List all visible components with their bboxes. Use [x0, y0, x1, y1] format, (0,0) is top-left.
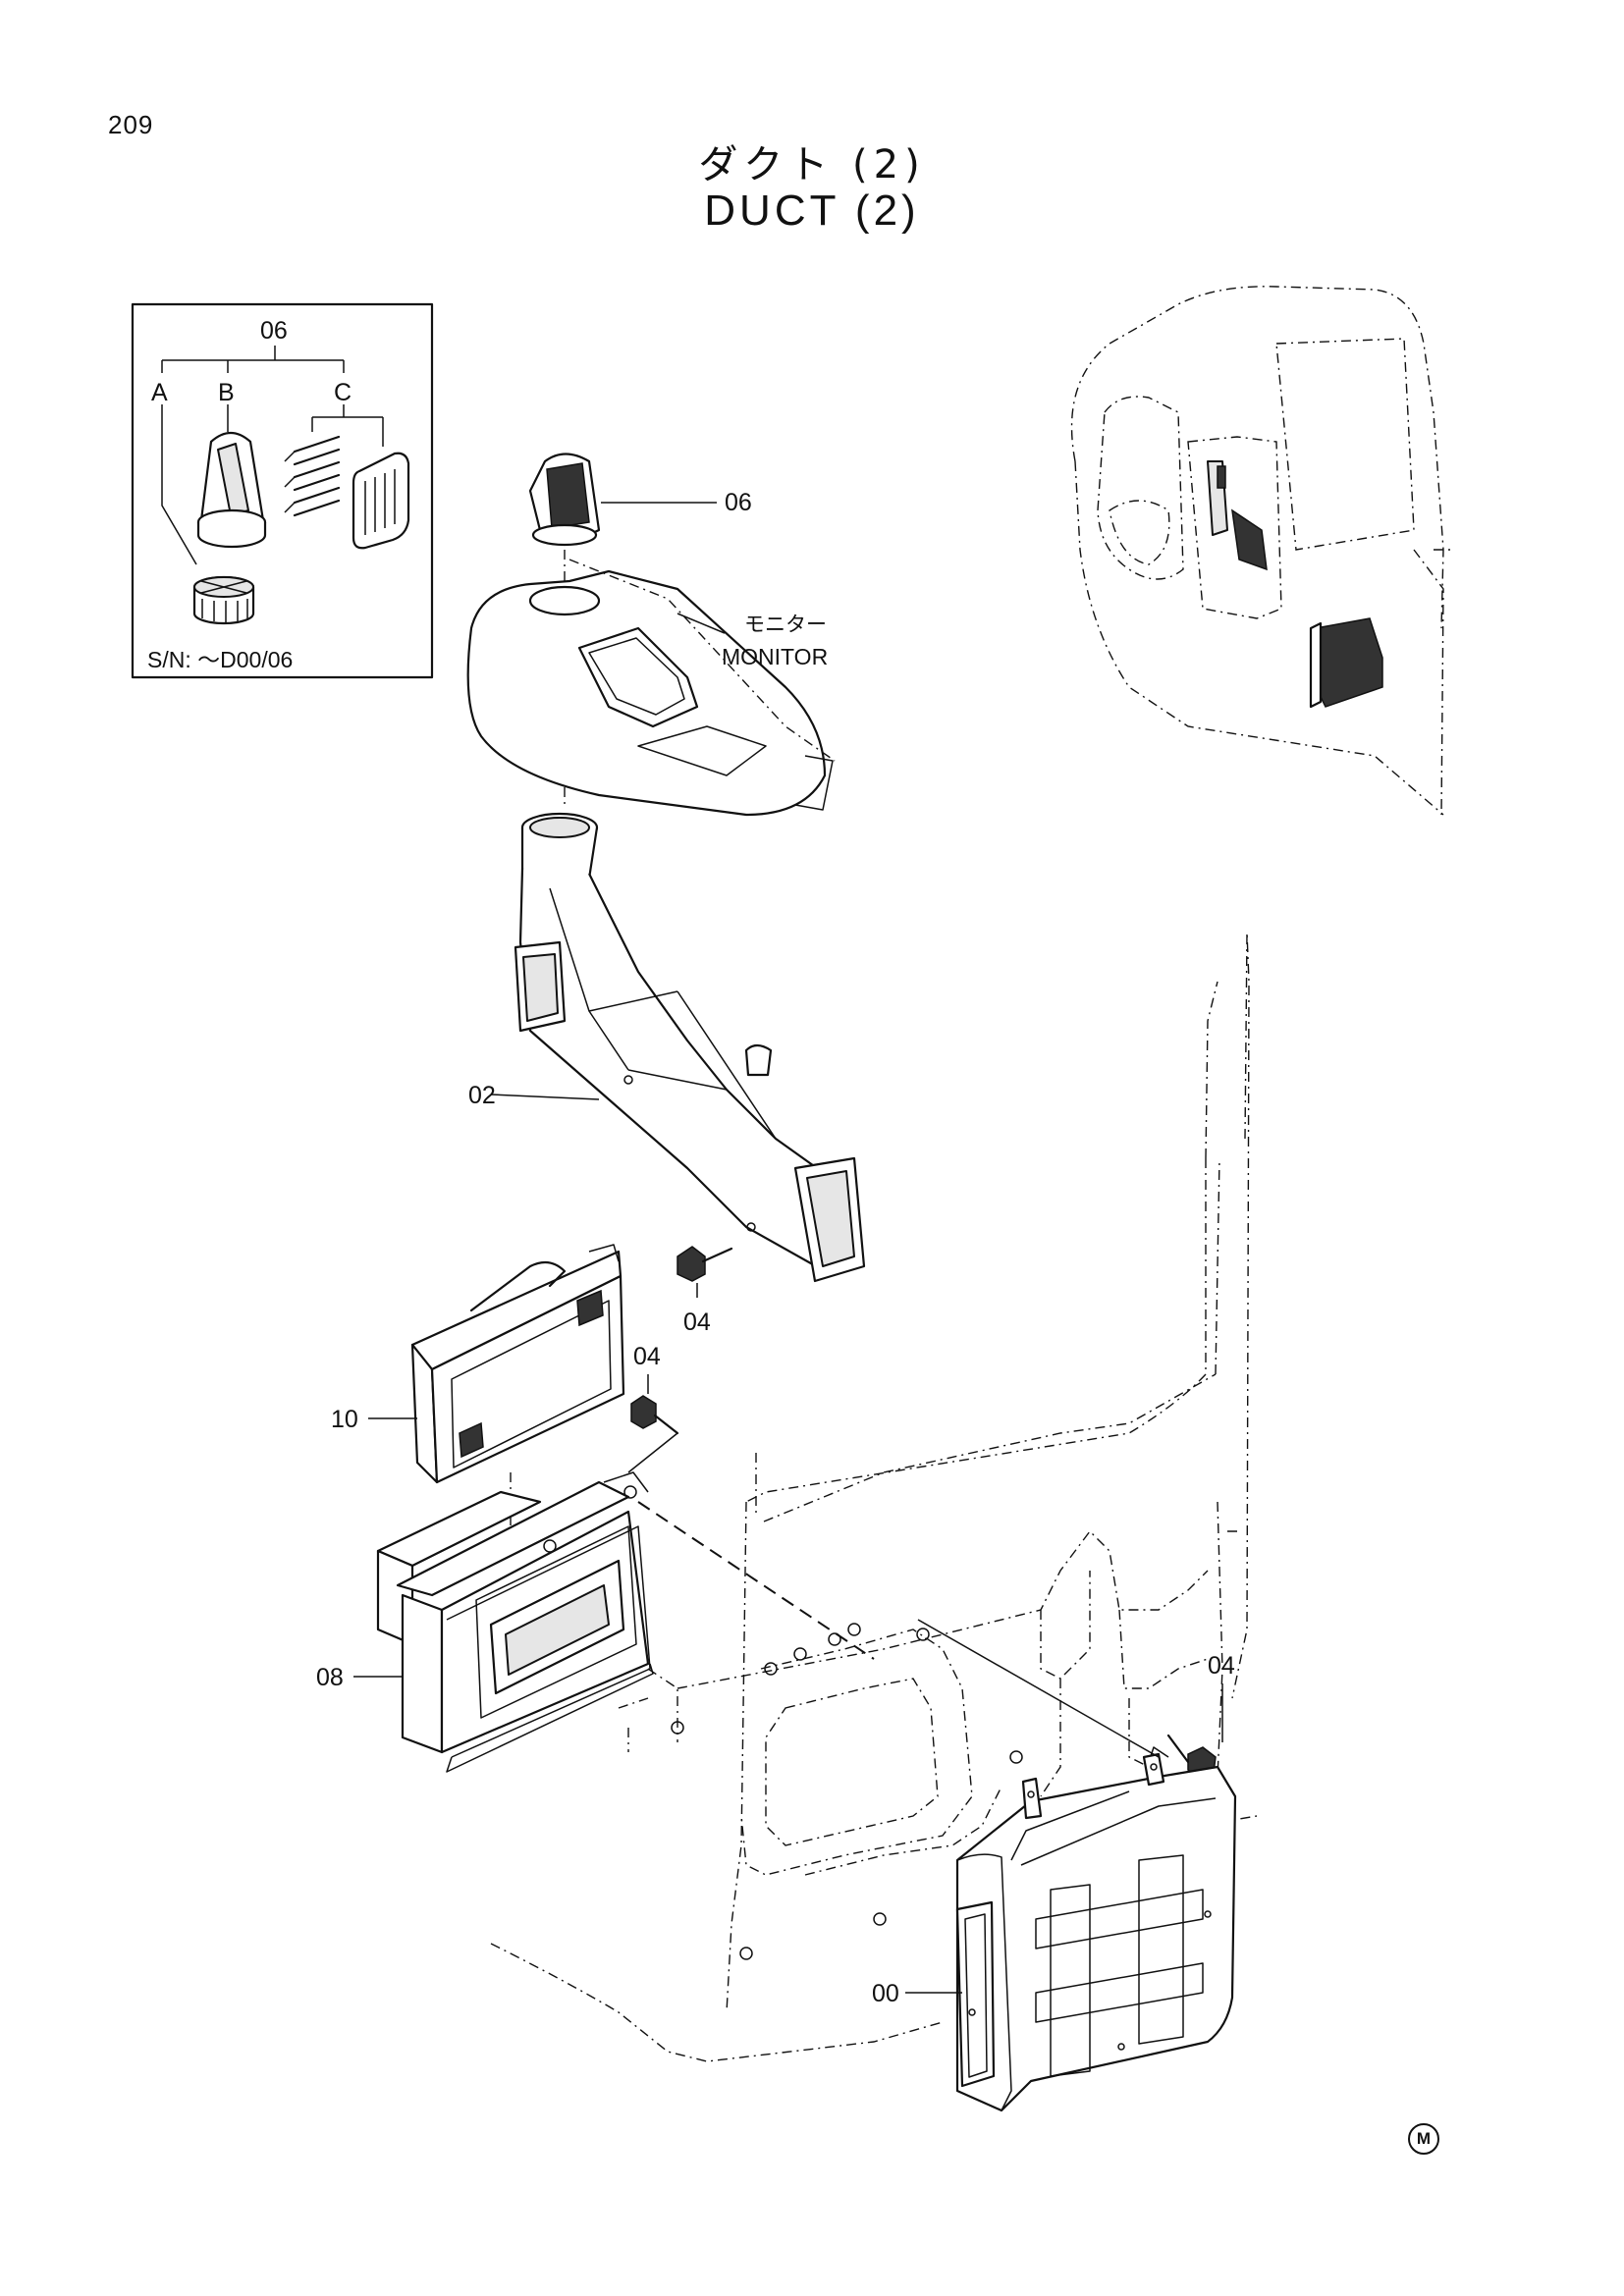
inset-part-label: 06: [260, 317, 288, 345]
part-00-rear-cover: [955, 1746, 1237, 2112]
callout-04-a: 04: [683, 1308, 711, 1336]
inset-variant-a: A: [151, 379, 168, 406]
monitor-label-japanese: モニター: [744, 613, 827, 636]
callout-04-c: 04: [1208, 1652, 1235, 1680]
callout-00: 00: [872, 1980, 899, 2007]
monitor-label-english: MONITOR: [722, 644, 828, 669]
variant-c-louver: [284, 435, 410, 550]
variant-inset: 06 A B C: [131, 302, 434, 679]
inset-frame: [131, 302, 434, 679]
callout-08: 08: [316, 1664, 344, 1691]
axis-line-cover: [917, 1619, 1160, 1758]
inset-serial-note: S/N: ～D00/06: [147, 647, 293, 672]
callout-06: 06: [725, 489, 752, 516]
monitor-cover-panel: [466, 559, 836, 817]
page-title-japanese: ダクト (2): [698, 142, 926, 187]
axis-line-housing: [637, 1501, 875, 1660]
part-10-filter: [410, 1244, 625, 1484]
callout-02: 02: [468, 1082, 496, 1109]
inset-variant-b: B: [218, 379, 235, 406]
part-04-screw-a: [677, 1246, 733, 1282]
variant-a-round-grille: [192, 575, 255, 625]
inset-variant-c: C: [334, 379, 352, 406]
part-02-duct: [514, 812, 866, 1283]
maker-monogram: M: [1408, 2123, 1439, 2155]
page-title-english: DUCT (2): [704, 187, 920, 235]
part-04-screw-b: [630, 1395, 679, 1435]
page-number: 209: [108, 110, 154, 139]
variant-b-nozzle: [196, 431, 267, 549]
part-06-vent-nozzle: [528, 453, 601, 547]
callout-04-b: 04: [633, 1343, 661, 1370]
callout-10: 10: [331, 1406, 358, 1433]
cab-overview-illustration: [1070, 286, 1453, 816]
part-08-filter-housing: [376, 1471, 654, 1773]
